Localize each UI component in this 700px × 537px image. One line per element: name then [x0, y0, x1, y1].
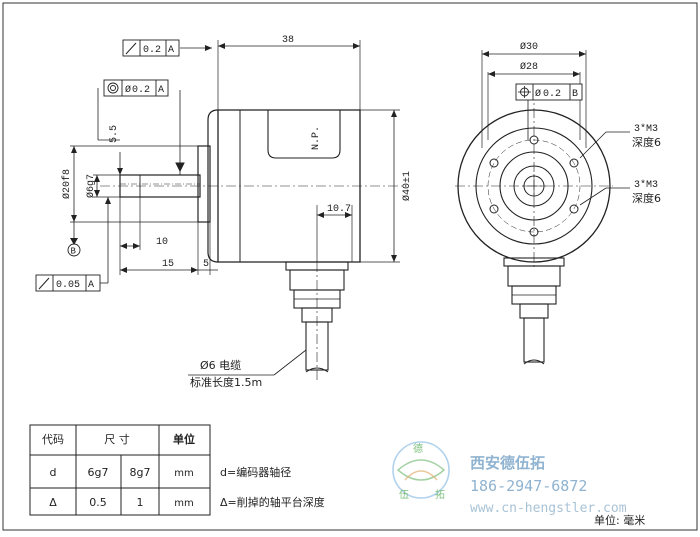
svg-text:德: 德 — [413, 442, 423, 455]
hole-note-top-depth: 深度6 — [632, 135, 661, 149]
dim-flat-5-5: 5.5 — [109, 125, 120, 143]
table-cell: mm — [174, 468, 193, 479]
nameplate-recess — [267, 110, 341, 159]
dim-front-diameter-30: Ø30 — [520, 41, 538, 53]
svg-text:Ø: Ø — [125, 84, 131, 96]
table-cell: 6g7 — [88, 466, 109, 479]
side-view — [70, 40, 405, 380]
table-cell: Δ — [49, 496, 57, 509]
brand-name: 西安德伍拓 — [470, 454, 545, 472]
note-delta: Δ=削掉的轴平台深度 — [220, 495, 325, 509]
spec-table — [29, 424, 211, 516]
svg-text:A: A — [168, 45, 174, 56]
hole-note-bottom-depth: 深度6 — [632, 191, 661, 205]
sheet-border — [2, 2, 698, 531]
table-cell: 1 — [137, 496, 144, 509]
table-cell: 0.5 — [89, 496, 107, 509]
table-header-size: 尺 寸 — [104, 432, 130, 446]
svg-text:Ø: Ø — [535, 88, 541, 100]
concentricity-icon — [107, 82, 119, 94]
dim-10: 10 — [156, 237, 168, 248]
svg-text:拓: 拓 — [435, 489, 445, 501]
svg-text:A: A — [158, 85, 164, 96]
nameplate-label: N.P. — [311, 126, 322, 150]
svg-text:B: B — [572, 89, 578, 100]
brand-logo: 德 伍 拓 — [392, 441, 450, 501]
dim-10-7: 10.7 — [327, 204, 351, 215]
runout-icon — [125, 42, 137, 55]
brand-website: www.cn-hengstler.com — [470, 501, 627, 516]
svg-text:0.2: 0.2 — [143, 45, 161, 56]
svg-text:0.2: 0.2 — [543, 89, 561, 100]
svg-text:0.05: 0.05 — [56, 280, 80, 291]
table-header-unit: 单位 — [173, 432, 195, 446]
brand-phone: 186-2947-6872 — [470, 477, 587, 495]
table-cell: 8g7 — [130, 466, 151, 479]
dim-shaft-diameter: Ø6g7 — [85, 174, 97, 198]
dim-15: 15 — [162, 259, 174, 270]
cable-note-line2: 标准长度1.5m — [190, 375, 262, 389]
fcf-concentric-0-2: Ø 0.2 A — [103, 79, 169, 97]
note-d: d=编码器轴径 — [220, 465, 291, 479]
dim-length-38: 38 — [282, 35, 294, 46]
hole-note-bottom-qty: 3*M3 — [634, 179, 658, 191]
svg-text:伍: 伍 — [399, 489, 409, 501]
datum-b: B — [67, 238, 81, 257]
fcf-runout-0-2: 0.2 A — [122, 39, 180, 57]
fcf-runout-0-05: 0.05 A — [35, 274, 101, 292]
hole-note-top-qty: 3*M3 — [634, 123, 658, 135]
dim-5: 5 — [203, 259, 209, 270]
front-view — [455, 50, 630, 365]
dim-front-diameter-28: Ø28 — [520, 61, 538, 73]
table-header-code: 代码 — [42, 433, 64, 446]
cable-note-line1: Ø6 电缆 — [200, 359, 241, 372]
table-cell: mm — [174, 498, 193, 509]
svg-text:B: B — [71, 247, 77, 257]
dim-body-diameter: Ø40±1 — [401, 171, 413, 201]
svg-text:0.2: 0.2 — [132, 85, 150, 96]
svg-text:A: A — [88, 280, 94, 291]
unit-label: 单位: 毫米 — [594, 513, 645, 527]
dim-flange-diameter: Ø20f8 — [61, 169, 73, 199]
table-cell: d — [50, 466, 57, 479]
fcf-position-0-2: Ø 0.2 B — [515, 83, 583, 101]
runout-icon — [38, 277, 50, 290]
